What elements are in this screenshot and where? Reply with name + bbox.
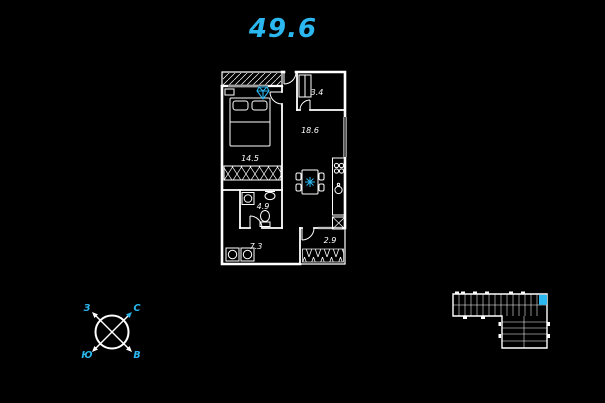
compass-south-label: Ю: [81, 350, 92, 361]
wardrobe-icon: [223, 165, 282, 181]
south-arrowhead-icon: [92, 346, 98, 352]
compass-rose: С З Ю В: [81, 303, 140, 361]
east-arrowhead-icon: [126, 346, 132, 352]
building-minimap: [452, 291, 550, 349]
balcony-hatch: [302, 248, 344, 263]
hall-storage-icon: [225, 247, 255, 262]
room-area-bathroom: 4.9: [257, 202, 270, 211]
compass-letters: С З Ю В: [81, 303, 140, 361]
balcony-door: [301, 227, 315, 241]
compass-circle: [94, 314, 130, 350]
room-area-labels: 3.4 18.6 14.5 4.9 7.3 2.9: [241, 88, 336, 251]
room-area-storeroom: 3.4: [311, 88, 324, 97]
unit-dividers: [453, 294, 547, 348]
building-outline: [452, 293, 548, 349]
entry-door: [283, 71, 297, 85]
room-area-bedroom: 14.5: [241, 154, 259, 163]
fridge-icon: [332, 216, 346, 230]
compass-west-label: З: [84, 303, 91, 314]
washer-icon: [241, 192, 255, 205]
cabinet-icon: [298, 74, 312, 98]
compass-east-label: В: [133, 350, 140, 361]
kitchen-counter-icon: [332, 157, 346, 216]
compass-arrows: [94, 314, 130, 350]
bedroom-door: [269, 91, 283, 105]
loggia-hatch-top: [223, 73, 281, 86]
selected-unit-highlight: [539, 294, 547, 305]
bed-icon: [229, 97, 271, 147]
west-arrowhead-icon: [92, 312, 98, 318]
storeroom-door: [299, 99, 311, 111]
balcony-marks: [455, 291, 550, 338]
room-area-balcony: 2.9: [324, 236, 337, 245]
developer-logo-icon: [256, 86, 270, 100]
compass-north-label: С: [134, 303, 141, 314]
total-area-label: 49.6: [248, 14, 318, 44]
toilet-icon: [259, 210, 271, 227]
room-area-kitchen-living: 18.6: [301, 126, 319, 135]
dining-table-icon: [295, 169, 325, 195]
dresser-icon: [224, 88, 235, 96]
room-area-hallway: 7.3: [250, 242, 263, 251]
doors: [249, 71, 315, 241]
north-arrowhead-icon: [126, 312, 132, 318]
furniture: [223, 74, 346, 262]
sink-icon: [264, 191, 276, 201]
floor-plan: 3.4 18.6 14.5 4.9 7.3 2.9: [220, 70, 348, 266]
plant-icon: [305, 177, 315, 187]
